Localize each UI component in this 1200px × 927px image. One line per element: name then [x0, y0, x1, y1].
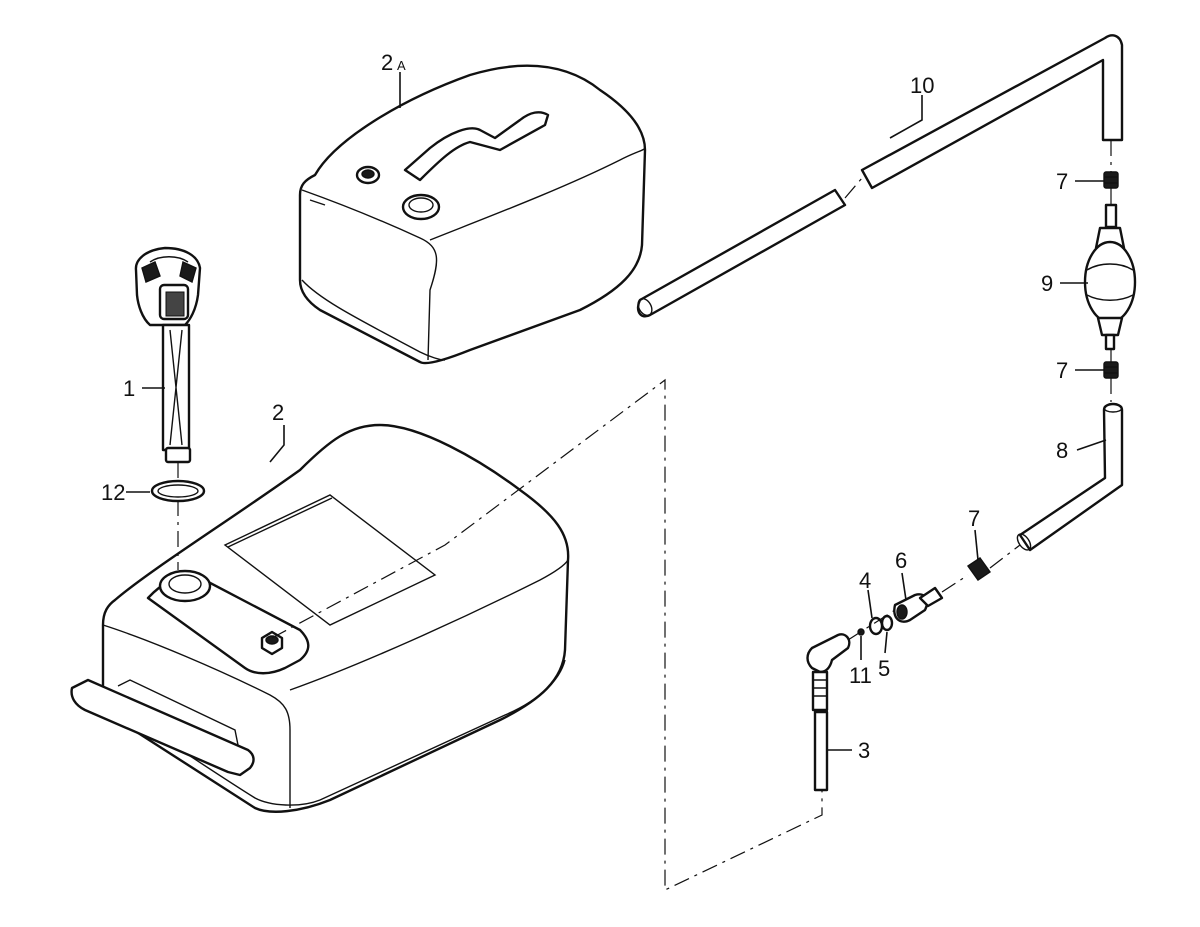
- hose-clamp-7-low: [967, 557, 991, 581]
- callout-3: 3: [858, 738, 870, 763]
- callout-7-low: 7: [968, 506, 980, 531]
- fuel-tank-2a: [298, 64, 647, 365]
- fuel-hose-10: [636, 34, 1124, 318]
- callout-labels: 1 2 2 A 3 4 5 6 7 7 7 8 9 10 11 12: [101, 50, 1068, 763]
- callout-12: 12: [101, 480, 125, 505]
- o-ring-5: [880, 614, 894, 632]
- fuel-tank-2: [70, 423, 570, 813]
- callout-8: 8: [1056, 438, 1068, 463]
- callout-11: 11: [849, 663, 872, 688]
- callout-7-top: 7: [1056, 169, 1068, 194]
- callout-2a-number: 2: [381, 50, 393, 75]
- fuel-gauge-1: [134, 246, 202, 464]
- o-ring-12: [150, 479, 206, 503]
- connector-6: [893, 586, 944, 623]
- callout-9: 9: [1041, 271, 1053, 296]
- callout-6: 6: [895, 548, 907, 573]
- callout-7-mid: 7: [1056, 358, 1068, 383]
- callout-1: 1: [123, 376, 135, 401]
- leader-lines: [126, 72, 1107, 751]
- callout-2a-suffix: A: [397, 58, 406, 73]
- fuel-hose-8: [1016, 402, 1124, 552]
- callout-4: 4: [859, 568, 871, 593]
- hose-clamp-7-mid: [1103, 361, 1119, 379]
- assembly-lines: [177, 140, 1112, 891]
- hose-clamp-7-top: [1103, 171, 1119, 189]
- primer-bulb-9: [1083, 203, 1137, 351]
- callout-2: 2: [272, 400, 284, 425]
- callout-5: 5: [878, 656, 890, 681]
- callout-10: 10: [910, 73, 934, 98]
- washer-4: [868, 616, 884, 636]
- pickup-tube-3: [806, 633, 851, 792]
